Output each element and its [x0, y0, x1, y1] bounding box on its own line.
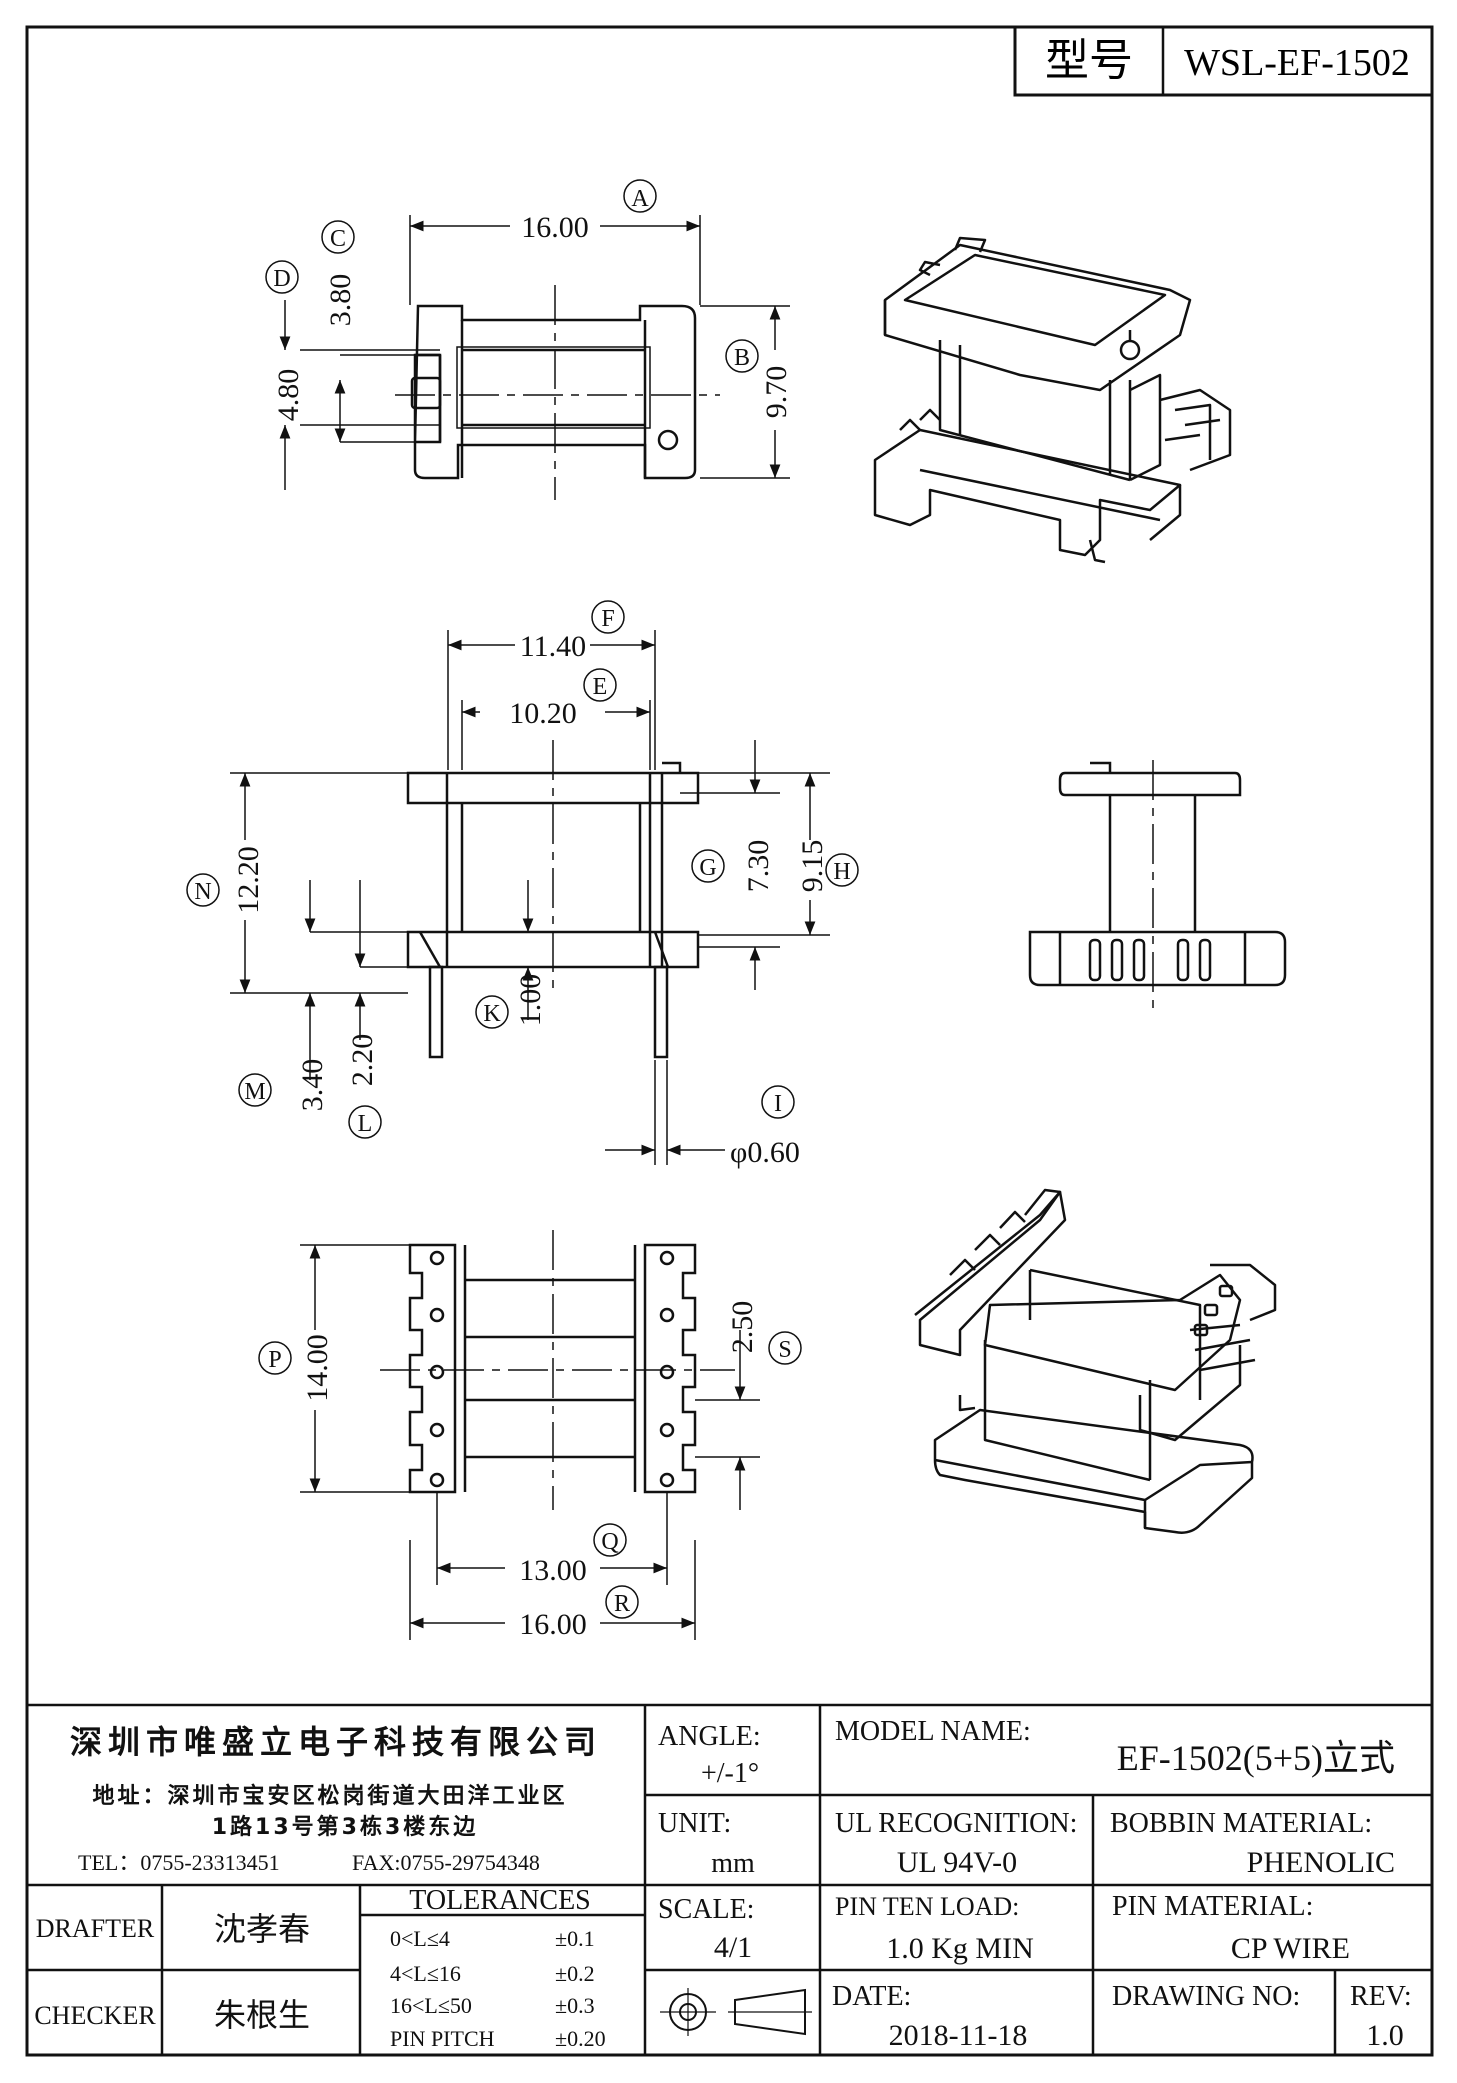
pin-material-label: PIN MATERIAL:	[1112, 1891, 1313, 1922]
dim-s-letter: S	[778, 1337, 791, 1363]
company-tel: TEL：0755-23313451	[78, 1850, 280, 1875]
company-address-line-2: 1路13号第3栋3楼东边	[212, 1814, 479, 1840]
title-box-label: 型号	[1045, 35, 1133, 86]
rev-value: 1.0	[1366, 2019, 1404, 2052]
tolerance-value-1: ±0.1	[555, 1926, 595, 1951]
scale-label: SCALE:	[658, 1894, 754, 1925]
dim-n-letter: N	[194, 879, 211, 905]
checker-label: CHECKER	[34, 2001, 156, 2030]
dim-n-value: 12.20	[232, 846, 265, 914]
rev-label: REV:	[1350, 1981, 1412, 2012]
dim-a-value: 16.00	[521, 211, 589, 244]
dim-e-letter: E	[593, 674, 608, 700]
dim-q-value: 13.00	[519, 1554, 587, 1587]
isometric-view-top	[873, 236, 1232, 564]
pin-ten-load-label: PIN TEN LOAD:	[835, 1892, 1019, 1921]
dim-i-letter: I	[774, 1091, 782, 1117]
isometric-view-bottom	[914, 1188, 1277, 1534]
top-view-dim-text: 16.00 A 9.70 B 3.80 C 4.80 D	[265, 179, 793, 422]
title-block-fields: ANGLE: +/-1° MODEL NAME: EF-1502(5+5)立式 …	[34, 1716, 1411, 2052]
tolerance-value-4: ±0.20	[555, 2026, 606, 2051]
drawing-no-label: DRAWING NO:	[1112, 1981, 1300, 2012]
top-view	[395, 285, 720, 500]
unit-label: UNIT:	[658, 1808, 731, 1839]
dim-k-value: 1.00	[514, 974, 547, 1027]
dim-s-value: 2.50	[726, 1301, 759, 1354]
sheet-border	[25, 25, 1434, 2057]
top-view-dims	[279, 215, 790, 490]
tolerance-range-2: 4<L≤16	[390, 1961, 461, 1986]
dim-c-letter: C	[330, 226, 346, 252]
dim-l-letter: L	[358, 1111, 373, 1137]
dim-d-letter: D	[273, 266, 290, 292]
date-value: 2018-11-18	[889, 2019, 1028, 2052]
pin-ten-load-value: 1.0 Kg MIN	[886, 1932, 1034, 1965]
drafter-label: DRAFTER	[36, 1914, 155, 1943]
bobbin-material-value: PHENOLIC	[1247, 1846, 1395, 1879]
projection-symbol-icon	[660, 1988, 812, 2036]
bobbin-material-label: BOBBIN MATERIAL:	[1110, 1808, 1372, 1839]
dim-r-letter: R	[614, 1591, 630, 1617]
dim-q-letter: Q	[601, 1529, 618, 1555]
side-view	[1028, 760, 1287, 1015]
dim-h-value: 9.15	[796, 840, 829, 893]
company-fax: FAX:0755-29754348	[352, 1850, 540, 1875]
dim-b-letter: B	[734, 345, 750, 371]
company-block: 深圳市唯盛立电子科技有限公司 地址：深圳市宝安区松岗街道大田洋工业区 1路13号…	[70, 1723, 602, 1875]
angle-label: ANGLE:	[658, 1721, 761, 1752]
dim-p-value: 14.00	[301, 1334, 334, 1402]
model-number: WSL-EF-1502	[1184, 42, 1410, 84]
date-label: DATE:	[832, 1981, 911, 2012]
company-name: 深圳市唯盛立电子科技有限公司	[70, 1723, 602, 1761]
dim-g-letter: G	[699, 855, 716, 881]
dim-r-value: 16.00	[519, 1608, 587, 1641]
dim-m-letter: M	[244, 1079, 265, 1105]
dim-p-letter: P	[268, 1347, 281, 1373]
tolerance-range-4: PIN PITCH	[390, 2026, 495, 2051]
scale-value: 4/1	[714, 1931, 752, 1964]
dim-d-value: 4.80	[272, 369, 305, 422]
dim-l-value: 2.20	[346, 1034, 379, 1087]
dim-m-value: 3.40	[296, 1059, 329, 1112]
title-block-grid	[27, 1703, 1432, 2055]
dim-k-letter: K	[483, 1001, 501, 1027]
angle-value: +/-1°	[701, 1758, 759, 1789]
tolerances-title: TOLERANCES	[409, 1885, 591, 1916]
checker-name: 朱根生	[214, 1996, 310, 2034]
company-address-line-1: 地址：深圳市宝安区松岗街道大田洋工业区	[92, 1783, 567, 1809]
unit-value: mm	[711, 1848, 755, 1879]
bottom-view	[380, 1230, 735, 1510]
dim-f-value: 11.40	[520, 630, 586, 663]
title-box: 型号 WSL-EF-1502	[1013, 25, 1434, 97]
ul-recognition-label: UL RECOGNITION:	[835, 1808, 1077, 1839]
drafter-name: 沈孝春	[214, 1910, 310, 1948]
front-view-dims	[230, 630, 830, 1165]
tolerance-value-2: ±0.2	[555, 1961, 595, 1986]
front-view-dim-text: 11.40 F 10.20 E 12.20 N 7.30 G 9.15 H 1.…	[186, 600, 859, 1169]
dim-b-value: 9.70	[760, 366, 793, 419]
dim-h-letter: H	[833, 859, 850, 885]
pin-material-value: CP WIRE	[1231, 1932, 1350, 1965]
tolerance-range-1: 0<L≤4	[390, 1926, 450, 1951]
ul-recognition-value: UL 94V-0	[897, 1846, 1017, 1879]
front-view	[406, 740, 700, 1059]
bottom-view-dim-text: 14.00 P 2.50 S 13.00 Q 16.00 R	[258, 1301, 802, 1641]
tolerance-range-3: 16<L≤50	[390, 1993, 472, 2018]
dim-e-value: 10.20	[509, 697, 577, 730]
bottom-view-dims	[300, 1244, 760, 1640]
dim-c-value: 3.80	[324, 274, 357, 327]
model-name-label: MODEL NAME:	[835, 1716, 1031, 1747]
dim-a-letter: A	[631, 186, 649, 212]
tolerance-value-3: ±0.3	[555, 1993, 595, 2018]
dim-g-value: 7.30	[742, 840, 775, 893]
dim-i-value: φ0.60	[730, 1136, 800, 1169]
dim-f-letter: F	[601, 606, 614, 632]
model-name-value: EF-1502(5+5)立式	[1117, 1738, 1395, 1778]
